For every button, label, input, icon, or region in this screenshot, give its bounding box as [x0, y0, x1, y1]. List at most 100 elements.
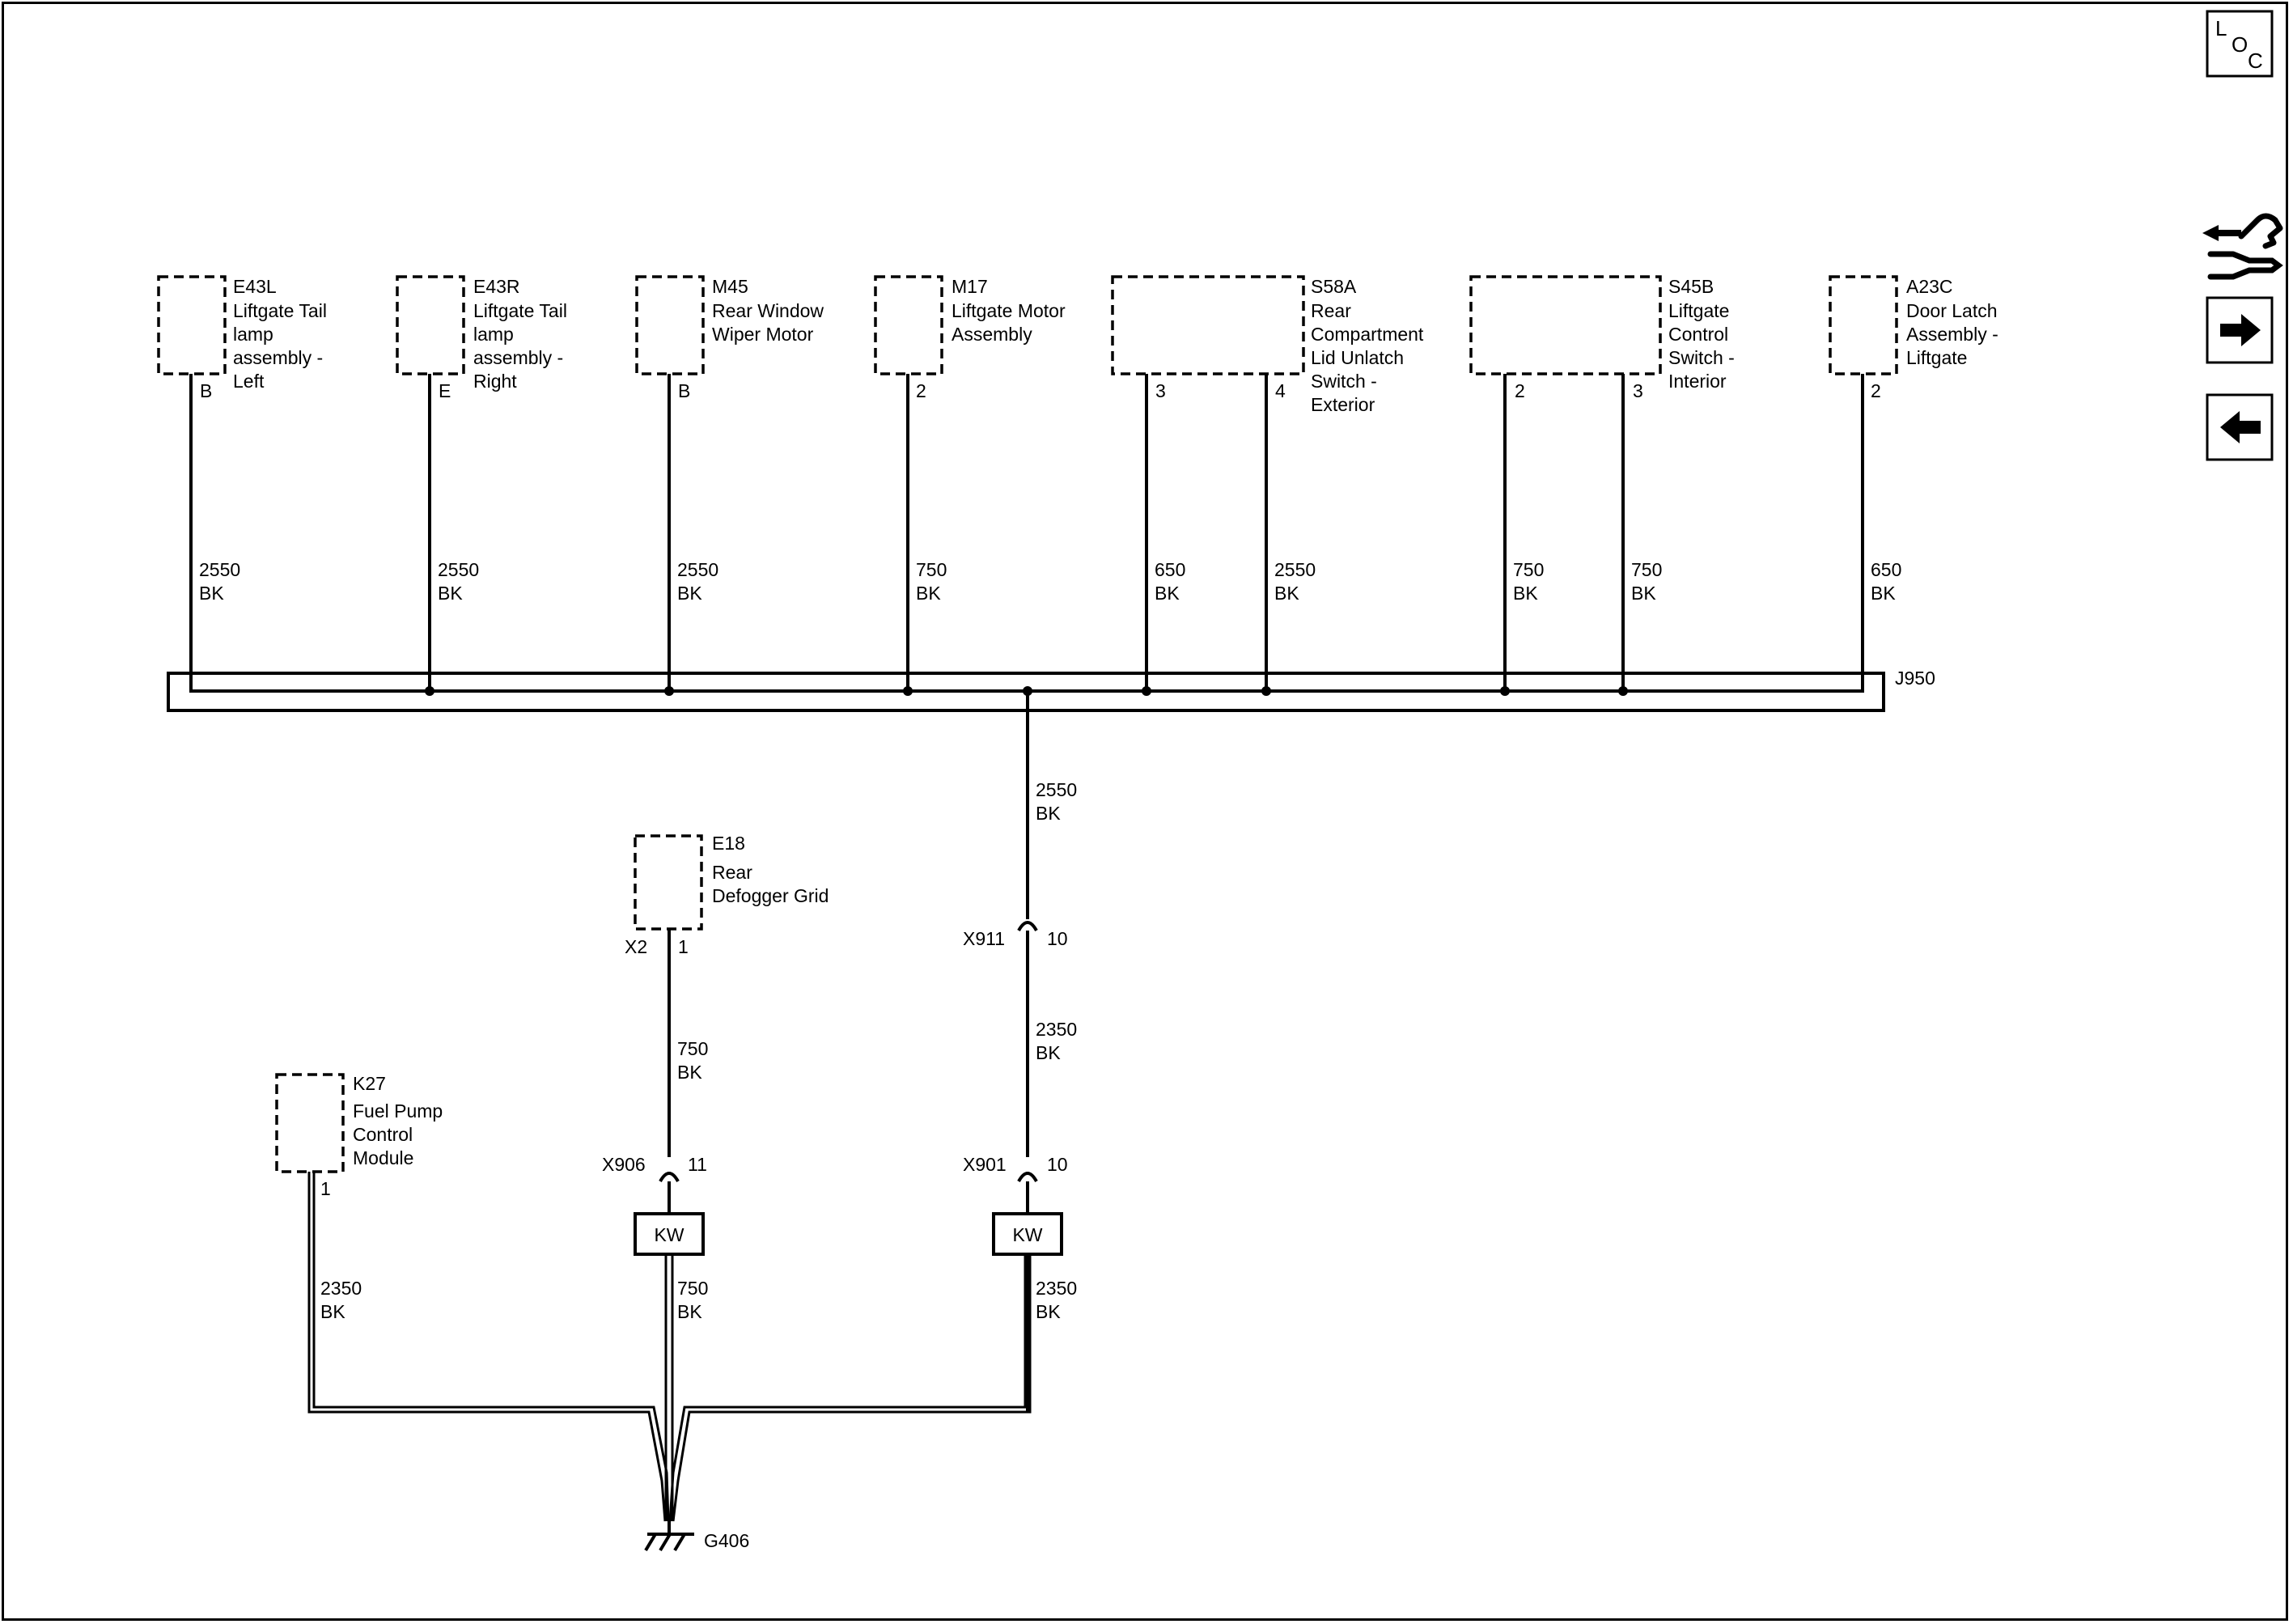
component-label-line: Defogger Grid — [712, 885, 829, 906]
wire-size: 2550 — [1036, 779, 1077, 800]
component-label-line: assembly - — [473, 347, 563, 368]
component-ref: E43R — [473, 276, 520, 297]
pin-label: E — [439, 380, 451, 401]
wire-color: BK — [1036, 803, 1061, 824]
connector-x901: X901 10 KW 2350 BK — [963, 1154, 1077, 1412]
kw-box-label: KW — [1012, 1224, 1042, 1245]
component-label-line: lamp — [473, 324, 514, 345]
wire-labels-top: 2550 BK 2550 BK 2550 BK 750 BK 650 BK 25… — [199, 559, 1901, 604]
wire-color: BK — [1871, 583, 1896, 604]
component-ref: M45 — [712, 276, 748, 297]
component-m17: M17 Liftgate Motor Assembly 2 — [874, 275, 1066, 401]
kw-box — [992, 1212, 1063, 1256]
component-label-line: Liftgate Motor — [952, 300, 1066, 321]
wire-size: 2350 — [1036, 1278, 1077, 1299]
previous-page-button[interactable] — [2206, 393, 2274, 461]
connector-view-icon[interactable] — [2202, 213, 2283, 280]
connector-pin: 11 — [688, 1154, 707, 1175]
pin-label: 3 — [1155, 380, 1166, 401]
wire-size: 2550 — [1274, 559, 1316, 580]
wire-size: 2550 — [438, 559, 479, 580]
connector-x906: 750 BK X906 11 KW 750 BK — [602, 929, 708, 1322]
component-label-line: Rear Window — [712, 300, 824, 321]
splice-label: J950 — [1895, 668, 1935, 689]
component-label-line: Exterior — [1311, 394, 1375, 415]
component-label-line: Rear — [712, 862, 752, 883]
component-label-line: Control — [353, 1124, 413, 1145]
component-e43r: E43R Liftgate Tail lamp assembly - Right… — [396, 275, 567, 401]
component-ref: M17 — [952, 276, 988, 297]
component-label-line: Right — [473, 371, 517, 392]
component-label-line: Assembly — [952, 324, 1032, 345]
component-k27: K27 Fuel Pump Control Module 1 2350 BK — [275, 1073, 443, 1322]
component-label-line: Fuel Pump — [353, 1100, 443, 1122]
wire-size: 2350 — [320, 1278, 362, 1299]
pin-label: 2 — [1515, 380, 1525, 401]
component-a23c: A23C Door Latch Assembly - Liftgate 2 — [1829, 275, 1998, 401]
wire-color: BK — [199, 583, 224, 604]
arrow-right-icon — [2220, 314, 2261, 346]
connector-pin: 10 — [1047, 1154, 1068, 1175]
wire-color: BK — [677, 1301, 702, 1322]
pin-label: 2 — [1871, 380, 1881, 401]
component-label-line: Assembly - — [1906, 324, 1998, 345]
component-label-line: Liftgate — [1668, 300, 1729, 321]
pin-label: 3 — [1633, 380, 1643, 401]
component-label-line: Compartment — [1311, 324, 1424, 345]
component-label-line: Rear — [1311, 300, 1351, 321]
wire-size: 750 — [677, 1278, 708, 1299]
wire-size: 2550 — [199, 559, 240, 580]
wire-color: BK — [1274, 583, 1299, 604]
wire-color: BK — [438, 583, 463, 604]
wire-color: BK — [1036, 1042, 1061, 1063]
component-label-line: Left — [233, 371, 265, 392]
component-label-line: Wiper Motor — [712, 324, 814, 345]
component-s58a: S58A Rear Compartment Lid Unlatch Switch… — [1111, 275, 1424, 415]
wire-size: 2550 — [677, 559, 718, 580]
wire-size: 750 — [677, 1038, 708, 1059]
loc-letter-c: C — [2248, 49, 2263, 73]
wire-color: BK — [916, 583, 941, 604]
pin-label: 1 — [678, 936, 689, 957]
component-label-line: Liftgate — [1906, 347, 1967, 368]
component-label-line: Module — [353, 1147, 413, 1168]
connector-ref: X901 — [963, 1154, 1007, 1175]
pin-label: 4 — [1275, 380, 1286, 401]
connector-pin: 10 — [1047, 928, 1068, 949]
pin-label: 1 — [320, 1178, 331, 1199]
component-label-line: assembly - — [233, 347, 323, 368]
wire-size: 750 — [1631, 559, 1662, 580]
component-e18: E18 Rear Defogger Grid X2 1 — [625, 833, 829, 957]
ground-label: G406 — [704, 1530, 749, 1551]
wire-color: BK — [1036, 1301, 1061, 1322]
connector-ref: X906 — [602, 1154, 646, 1175]
wire-color: BK — [1513, 583, 1538, 604]
splice-j950: J950 — [167, 668, 1935, 712]
wire-color: BK — [1631, 583, 1656, 604]
component-ref: A23C — [1906, 276, 1953, 297]
component-m45: M45 Rear Window Wiper Motor B — [635, 275, 824, 401]
component-label-line: Liftgate Tail — [233, 300, 327, 321]
connector-x911: X911 10 2350 BK — [963, 921, 1077, 1157]
wire-color: BK — [677, 1062, 702, 1083]
kw-box-label: KW — [654, 1224, 684, 1245]
pin-label: B — [678, 380, 690, 401]
wire-size: 750 — [1513, 559, 1544, 580]
component-label-line: Switch - — [1311, 371, 1377, 392]
component-label-line: Control — [1668, 324, 1728, 345]
next-page-button[interactable] — [2206, 296, 2274, 364]
loc-letter-l: L — [2215, 16, 2227, 40]
component-ref: E18 — [712, 833, 745, 854]
component-label-line: Interior — [1668, 371, 1727, 392]
component-ref: S45B — [1668, 276, 1714, 297]
component-label-line: Lid Unlatch — [1311, 347, 1404, 368]
loc-letter-o: O — [2232, 32, 2248, 57]
loc-button[interactable]: L O C — [2206, 10, 2274, 78]
component-label-line: Switch - — [1668, 347, 1735, 368]
top-wires — [189, 374, 1864, 691]
wire-color: BK — [320, 1301, 345, 1322]
wire-size: 650 — [1871, 559, 1901, 580]
pin-label: B — [200, 380, 212, 401]
wire-size: 2350 — [1036, 1019, 1077, 1040]
